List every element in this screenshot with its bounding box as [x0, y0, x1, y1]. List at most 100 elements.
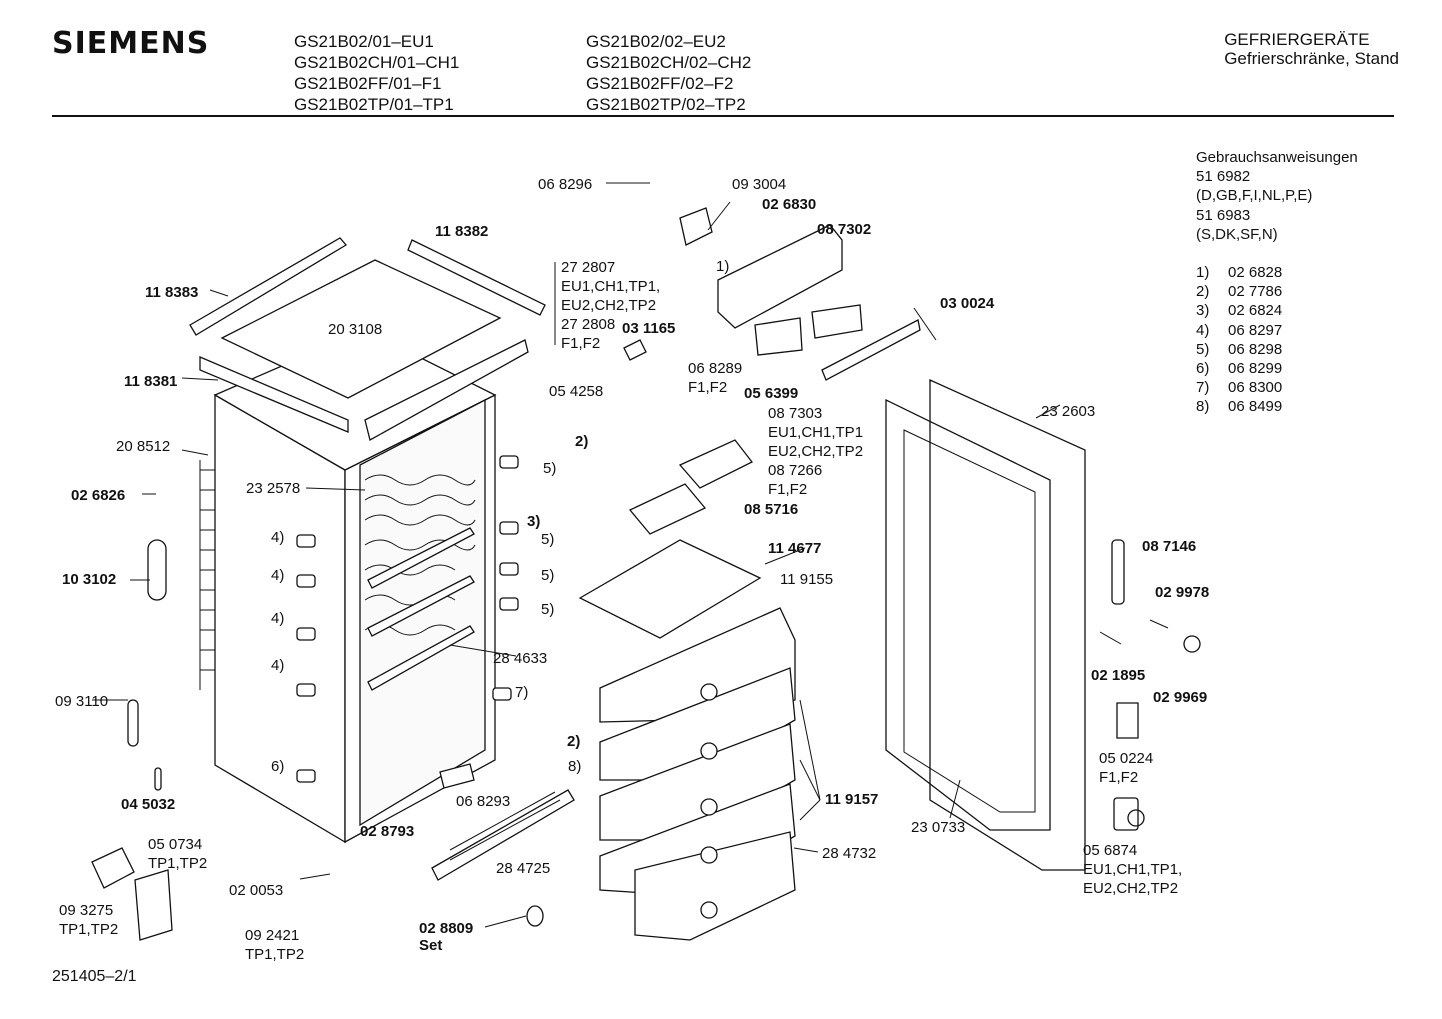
part-label: 28 4732	[822, 845, 876, 862]
note-row: 3)02 6824	[1196, 301, 1282, 320]
part-label: 06 8296	[538, 176, 592, 193]
ref-marker: 5)	[543, 460, 556, 477]
part-label: 08 7303	[768, 405, 822, 422]
part-label: 20 3108	[328, 321, 382, 338]
ice-trays	[628, 439, 753, 535]
shelf-rails	[367, 527, 475, 691]
condenser-grid	[199, 450, 216, 700]
model-number: GS21B02CH/01–CH1	[294, 53, 460, 72]
ref-marker: 6)	[271, 758, 284, 775]
part-label: 02 8809	[419, 920, 473, 937]
leader-lines	[92, 182, 1169, 928]
part-label: 05 6399	[744, 385, 798, 402]
variant-label: F1,F2	[688, 379, 727, 396]
ref-marker: 4)	[271, 567, 284, 584]
part-label: 11 8382	[435, 223, 488, 240]
part-label: 11 8383	[145, 284, 198, 301]
category-subtitle: Gefrierschränke, Stand	[1224, 49, 1399, 68]
document-number: 251405–2/1	[52, 968, 137, 985]
note-value: 06 8299	[1228, 360, 1283, 378]
part-label: 11 9157	[825, 791, 878, 808]
model-number: GS21B02/01–EU1	[294, 32, 434, 51]
note-row: 5)06 8298	[1196, 340, 1282, 359]
variant-label: F1,F2	[1099, 769, 1138, 786]
model-list-1: GS21B02/01–EU1 GS21B02CH/01–CH1 GS21B02F…	[294, 31, 459, 115]
variant-label: TP1,TP2	[59, 921, 118, 938]
part-label: 09 2421	[245, 927, 299, 944]
part-label: 02 8793	[360, 823, 414, 840]
part-label: 08 7266	[768, 462, 822, 479]
ref-marker: 2)	[567, 733, 580, 750]
ref-marker: 5)	[541, 567, 554, 584]
model-number: GS21B02CH/02–CH2	[586, 53, 752, 72]
note-row: 7)06 8300	[1196, 378, 1282, 397]
note-value: 02 6824	[1228, 302, 1283, 320]
ref-marker: 4)	[271, 610, 284, 627]
manual-languages: (D,GB,F,I,NL,P,E)	[1196, 187, 1313, 205]
manual-number: 51 6983	[1196, 206, 1251, 224]
variant-label: EU2,CH2,TP2	[561, 297, 656, 314]
part-label: 06 8293	[456, 793, 510, 810]
variant-label: TP1,TP2	[245, 946, 304, 963]
note-row: 1) 02 6828	[1196, 263, 1282, 282]
top-rails	[189, 237, 546, 336]
note-key: 1)	[1196, 264, 1210, 281]
note-value: 02 6828	[1228, 264, 1283, 281]
ref-marker: 2)	[575, 433, 588, 450]
part-label: 27 2807	[561, 259, 615, 276]
note-key: 2)	[1196, 283, 1210, 301]
part-label: 09 3110	[55, 693, 108, 710]
part-label: 28 4725	[496, 860, 550, 877]
set-label: Set	[419, 937, 442, 954]
part-label: 09 3004	[732, 176, 786, 193]
part-label: 08 7146	[1142, 538, 1196, 555]
header-rule	[52, 115, 1394, 117]
part-label: 03 0024	[940, 295, 995, 312]
note-value: 06 8297	[1228, 321, 1283, 339]
manual-languages: (S,DK,SF,N)	[1196, 225, 1278, 243]
part-label: 02 6826	[71, 487, 125, 504]
drawer-stack	[578, 539, 796, 941]
part-label: 23 0733	[911, 819, 965, 836]
part-label: 02 1895	[1091, 667, 1145, 684]
part-label: 02 9978	[1155, 584, 1209, 601]
part-label: 20 8512	[116, 438, 170, 455]
ref-marker: 8)	[568, 758, 581, 775]
category-title: GEFRIERGERÄTE	[1224, 30, 1370, 49]
manuals-block: Gebrauchsanweisungen 51 6982 (D,GB,F,I,N…	[1196, 148, 1358, 244]
part-label: 05 6874	[1083, 842, 1137, 859]
part-label: 08 7302	[817, 221, 871, 238]
category-heading: GEFRIERGERÄTE Gefrierschränke, Stand	[1224, 30, 1399, 68]
model-number: GS21B02/02–EU2	[586, 32, 726, 51]
part-label: 03 1165	[622, 320, 675, 337]
manual-number: 51 6982	[1196, 168, 1251, 186]
note-row: 6)06 8299	[1196, 359, 1282, 378]
part-label: 08 5716	[744, 501, 798, 518]
part-label: 23 2578	[246, 480, 300, 497]
note-value: 06 8499	[1228, 398, 1283, 416]
part-label: 05 0224	[1099, 750, 1153, 767]
part-label: 10 3102	[62, 571, 116, 588]
part-label: 23 2603	[1041, 403, 1095, 420]
part-label: 02 6830	[762, 196, 816, 213]
variant-label: EU1,CH1,TP1,	[1083, 861, 1182, 878]
model-number: GS21B02TP/02–TP2	[586, 95, 746, 114]
variant-label: F1,F2	[561, 335, 600, 352]
part-label: 11 9155	[780, 571, 833, 588]
note-value: 06 8298	[1228, 340, 1283, 358]
model-number: GS21B02FF/01–F1	[294, 74, 442, 93]
ref-marker: 4)	[271, 657, 284, 674]
part-label: 02 9969	[1153, 689, 1207, 706]
note-key: 8)	[1196, 398, 1210, 416]
note-key: 4)	[1196, 321, 1210, 339]
cabinet-body	[213, 329, 497, 844]
variant-label: EU2,CH2,TP2	[1083, 880, 1178, 897]
part-label: 11 8381	[124, 373, 177, 390]
model-number: GS21B02FF/02–F2	[586, 74, 734, 93]
part-label: 02 0053	[229, 882, 283, 899]
control-housing	[623, 207, 921, 381]
reference-notes: 1)02 6828 2)02 7786 3)02 6824 4)06 8297 …	[1196, 263, 1282, 417]
ref-marker: 3)	[527, 513, 540, 530]
part-label: 06 8289	[688, 360, 742, 377]
variant-label: EU2,CH2,TP2	[768, 443, 863, 460]
